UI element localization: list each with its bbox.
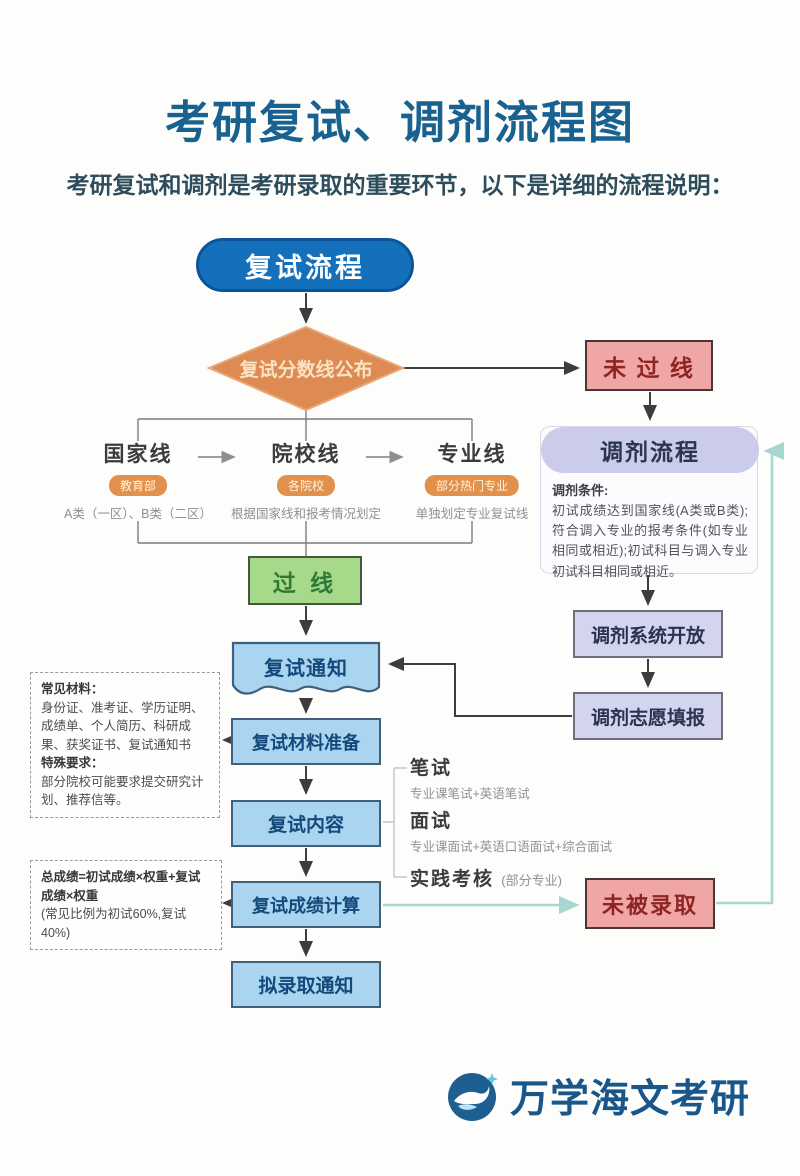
detail-desc: 专业课笔试+英语笔试	[410, 787, 530, 801]
note-materials-text1: 身份证、准考证、学历证明、成绩单、个人简历、科研成果、获奖证书、复试通知书	[41, 700, 204, 752]
detail-practice: 实践考核 (部分专业)	[410, 864, 562, 891]
notice-document-shape	[231, 641, 381, 695]
note-score-formula: 总成绩=初试成绩×权重+复试成绩×权重	[41, 870, 201, 903]
score-line-school: 院校线 各院校 根据国家线和报考情况划定	[231, 438, 381, 522]
node-review-start: 复试流程	[196, 238, 414, 292]
score-line-desc: 根据国家线和报考情况划定	[230, 507, 382, 521]
note-materials-label2: 特殊要求：	[41, 756, 104, 770]
note-materials-label1: 常见材料：	[41, 682, 104, 696]
brand-name: 万学海文考研	[510, 1078, 751, 1121]
node-materials: 复试材料准备	[231, 718, 381, 765]
node-decision-label: 复试分数线公布	[239, 360, 373, 381]
adjust-conditions: 调剂条件: 初试成绩达到国家线(A类或B类);符合调入专业的报考条件(如专业相同…	[541, 475, 759, 588]
page-subtitle: 考研复试和调剂是考研录取的重要环节，以下是详细的流程说明：	[66, 172, 734, 198]
node-not-admitted: 未被录取	[585, 878, 715, 929]
detail-title-note: (部分专业)	[501, 873, 562, 888]
node-score-calc: 复试成绩计算	[231, 881, 381, 928]
split-bracket	[137, 409, 473, 556]
detail-interview: 面试 专业课面试+英语口语面试+综合面试	[410, 806, 612, 855]
note-total-score: 总成绩=初试成绩×权重+复试成绩×权重 (常见比例为初试60%,复试40%)	[30, 860, 222, 950]
note-materials: 常见材料： 身份证、准考证、学历证明、成绩单、个人简历、科研成果、获奖证书、复试…	[30, 672, 220, 818]
detail-title-text: 实践考核	[410, 869, 495, 890]
note-materials-text2: 部分院校可能要求提交研究计划、推荐信等。	[41, 774, 204, 808]
score-line-desc: A类（一区）、B类（二区）	[64, 507, 212, 521]
node-adjust-start: 调剂流程	[541, 427, 759, 473]
brand-logo-icon	[448, 1073, 498, 1121]
adjust-conditions-text: 初试成绩达到国家线(A类或B类);符合调入专业的报考条件(如专业相同或相近);初…	[552, 503, 748, 579]
node-content: 复试内容	[231, 800, 381, 847]
decision-diamond	[206, 325, 406, 412]
detail-written-test: 笔试 专业课笔试+英语笔试	[410, 753, 530, 802]
node-admission: 拟录取通知	[231, 961, 381, 1008]
detail-desc: 专业课面试+英语口语面试+综合面试	[410, 840, 613, 854]
adjust-conditions-label: 调剂条件:	[552, 483, 609, 498]
arrow-volunteer-to-notice	[388, 657, 572, 717]
detail-title: 笔试	[410, 758, 453, 779]
content-details-bracket	[383, 767, 407, 878]
score-line-major: 专业线 部分热门专业 单独划定专业复试线	[416, 438, 529, 522]
score-line-badge: 教育部	[108, 475, 167, 496]
node-passed: 过 线	[248, 556, 362, 605]
adjust-flow-panel: 调剂流程 调剂条件: 初试成绩达到国家线(A类或B类);符合调入专业的报考条件(…	[540, 426, 759, 579]
brand-footer: 万学海文考研	[446, 1068, 750, 1124]
detail-title: 面试	[410, 811, 453, 832]
score-line-badge: 部分热门专业	[424, 475, 520, 496]
node-volunteer: 调剂志愿填报	[573, 692, 723, 740]
score-line-badge: 各院校	[276, 475, 336, 496]
page-title: 考研复试、调剂流程图	[164, 97, 635, 148]
node-system-open: 调剂系统开放	[573, 610, 723, 658]
score-line-name: 国家线	[103, 443, 173, 466]
note-score-ratio: (常见比例为初试60%,复试40%)	[41, 907, 187, 940]
score-line-desc: 单独划定专业复试线	[415, 507, 529, 521]
score-line-name: 院校线	[271, 443, 341, 466]
detail-title: 实践考核 (部分专业)	[410, 864, 562, 891]
score-line-national: 国家线 教育部 A类（一区）、B类（二区）	[64, 438, 212, 522]
score-line-name: 专业线	[437, 443, 507, 466]
arrow-notadmitted-to-adjust-loop	[716, 441, 785, 905]
node-not-passed: 未 过 线	[585, 340, 713, 391]
node-notice-label: 复试通知	[264, 658, 348, 680]
